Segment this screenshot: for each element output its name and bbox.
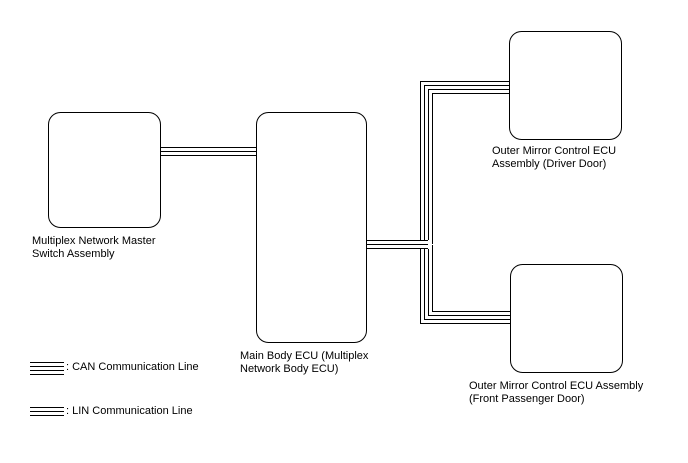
master-switch-label-line1: Multiplex Network Master: [32, 235, 156, 247]
legend-lin-label: : LIN Communication Line: [66, 405, 193, 417]
legend-can-symbol: [30, 362, 64, 375]
main-body-ecu-label-line2: Network Body ECU): [240, 363, 339, 375]
master-switch-box: [48, 112, 161, 228]
mirror-passenger-label-line1: Outer Mirror Control ECU Assembly: [469, 380, 644, 392]
main-body-ecu-label-line1: Main Body ECU (Multiplex: [240, 350, 369, 362]
mirror-driver-box: [509, 31, 622, 140]
mirror-driver-label: Outer Mirror Control ECU Assembly (Drive…: [492, 145, 616, 171]
can-line-body-to-junction: [367, 240, 428, 249]
master-switch-label-line2: Switch Assembly: [32, 248, 115, 260]
can-line-to-passenger-mirror: [420, 245, 510, 324]
mirror-passenger-box: [510, 264, 623, 373]
legend-lin-symbol: [30, 407, 64, 416]
legend-can-label: : CAN Communication Line: [66, 361, 199, 373]
mirror-driver-label-line2: Assembly (Driver Door): [492, 158, 607, 170]
mirror-driver-label-line1: Outer Mirror Control ECU: [492, 145, 617, 157]
lin-line-master-to-body: [161, 147, 256, 156]
main-body-ecu-box: [256, 112, 367, 343]
mirror-passenger-label-line2: (Front Passenger Door): [469, 393, 585, 405]
mirror-passenger-label: Outer Mirror Control ECU Assembly (Front…: [469, 380, 643, 406]
main-body-ecu-label: Main Body ECU (Multiplex Network Body EC…: [240, 350, 368, 376]
master-switch-label: Multiplex Network Master Switch Assembly: [32, 235, 155, 261]
can-line-to-driver-mirror: [420, 81, 509, 244]
